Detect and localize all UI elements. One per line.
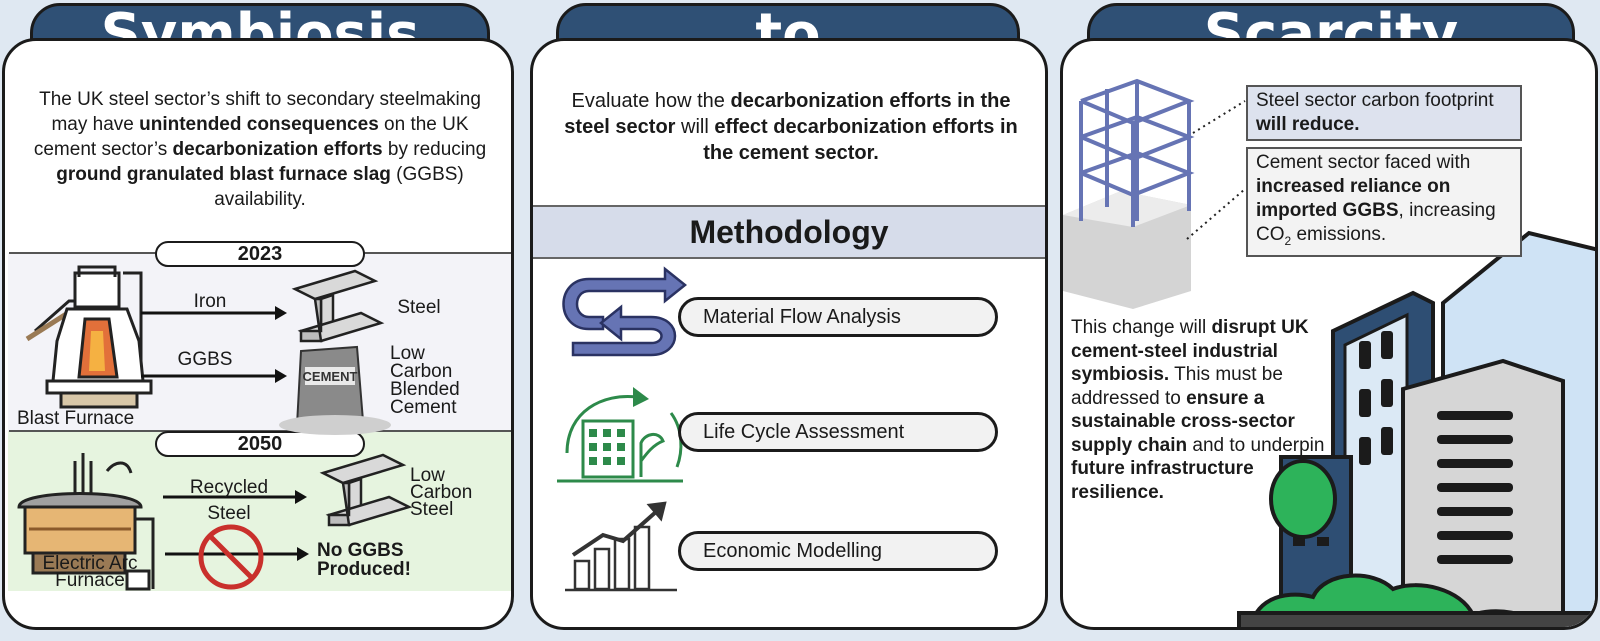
callout-cement-reliance: Cement sector faced with increased relia… bbox=[1246, 147, 1522, 257]
label-ggbs: GGBS bbox=[177, 349, 233, 370]
year-2023-label: 2023 bbox=[155, 241, 365, 267]
left-diagram-graphics: CEMENT bbox=[17, 265, 413, 591]
right-diagram-graphics bbox=[1063, 78, 1595, 627]
panel-scarcity: Steel sector carbon footprint will reduc… bbox=[1060, 38, 1598, 630]
callout-cement-end: emissions. bbox=[1291, 224, 1387, 245]
no-sign-icon bbox=[198, 524, 264, 590]
electric-arc-furnace-icon bbox=[17, 453, 155, 591]
right-conclusion-text: This change will disrupt UK cement-steel… bbox=[1071, 317, 1325, 503]
rebar-column-icon bbox=[1063, 78, 1195, 309]
year-2050-label: 2050 bbox=[155, 431, 365, 457]
panel-methodology: Evaluate how the decarbonization efforts… bbox=[530, 38, 1048, 630]
steel-beam-icon bbox=[319, 453, 413, 527]
methodology-icons bbox=[557, 266, 688, 592]
label-steel: Steel bbox=[397, 297, 441, 318]
growth-chart-icon bbox=[565, 501, 677, 592]
callout-steel-footprint: Steel sector carbon footprint will reduc… bbox=[1246, 85, 1522, 141]
method-material-flow-analysis: Material Flow Analysis bbox=[678, 297, 998, 337]
panel-symbiosis: The UK steel sector’s shift to secondary… bbox=[2, 38, 514, 630]
cement-bag-label: CEMENT bbox=[303, 369, 358, 384]
label-iron: Iron bbox=[193, 291, 227, 312]
co2-subscript: 2 bbox=[1284, 233, 1292, 248]
city-buildings-icon bbox=[1237, 230, 1595, 627]
label-blast-furnace: Blast Furnace bbox=[17, 408, 135, 429]
middle-intro-text: Evaluate how the decarbonization efforts… bbox=[564, 90, 1018, 164]
cement-bag-icon: CEMENT bbox=[279, 345, 391, 435]
green-building-cycle-icon bbox=[557, 387, 683, 483]
left-intro-text: The UK steel sector’s shift to secondary… bbox=[33, 89, 487, 210]
flow-arrows-icon bbox=[562, 266, 688, 357]
blast-furnace-icon bbox=[25, 265, 153, 409]
methodology-heading: Methodology bbox=[533, 205, 1045, 259]
steel-beam-icon bbox=[291, 269, 385, 343]
method-life-cycle-assessment: Life Cycle Assessment bbox=[678, 412, 998, 452]
method-economic-modelling: Economic Modelling bbox=[678, 531, 998, 571]
